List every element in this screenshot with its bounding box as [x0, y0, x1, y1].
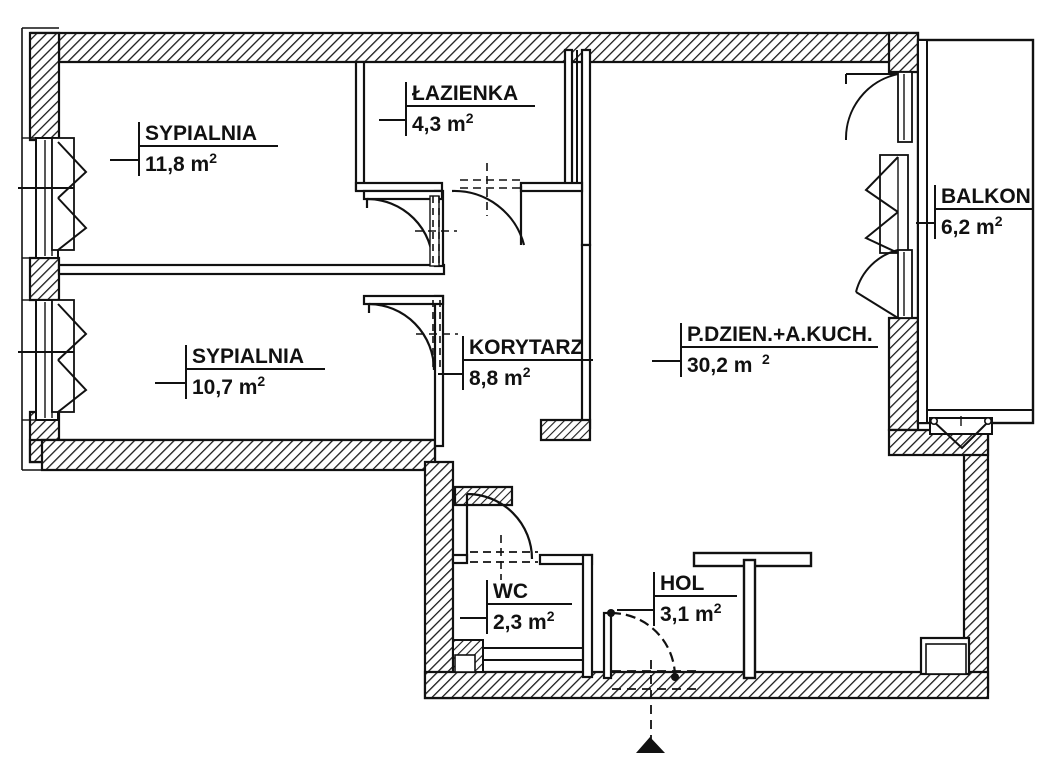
room-area: 30,2 m 2 — [687, 351, 770, 377]
balcony-doors — [844, 71, 913, 319]
label-rule — [462, 359, 593, 361]
room-area: 11,8 m2 — [145, 150, 218, 176]
label-tick — [653, 572, 655, 626]
label-tick — [934, 185, 936, 239]
label-tick — [486, 580, 488, 634]
room-name: SYPIALNIA — [145, 122, 258, 145]
balcony-outline — [916, 38, 1035, 450]
room-name: KORYTARZ — [469, 336, 584, 359]
label-tick — [680, 323, 682, 377]
room-area: 8,8 m2 — [469, 364, 531, 390]
label-rule — [185, 368, 325, 370]
label-tick-h — [110, 159, 140, 161]
room-area: 2,3 m2 — [493, 608, 555, 634]
room-name: WC — [493, 580, 528, 603]
label-tick-h — [916, 222, 936, 224]
room-label-p-dzien-a-kuch: P.DZIEN.+A.KUCH. 30,2 m 2 — [652, 323, 878, 377]
label-rule — [653, 595, 737, 597]
label-rule — [486, 603, 572, 605]
label-tick — [138, 122, 140, 176]
entrance-arrow — [636, 737, 665, 753]
label-tick-h — [379, 119, 407, 121]
room-area: 3,1 m2 — [660, 600, 722, 626]
label-tick-h — [438, 373, 464, 375]
label-rule — [405, 105, 535, 107]
label-tick — [185, 345, 187, 399]
label-rule — [138, 145, 278, 147]
room-area: 4,3 m2 — [412, 110, 474, 136]
room-name: BALKON — [941, 185, 1031, 208]
label-rule — [934, 208, 1033, 210]
fixtures — [452, 639, 583, 673]
room-label-sypialnia-2: SYPIALNIA 10,7 m2 — [155, 345, 325, 399]
label-tick — [462, 336, 464, 390]
windows-left-wall — [18, 27, 88, 471]
room-label-sypialnia-1: SYPIALNIA 11,8 m2 — [110, 122, 278, 176]
room-label-wc: WC 2,3 m2 — [460, 580, 572, 634]
label-tick-h — [617, 609, 655, 611]
label-tick-h — [460, 617, 488, 619]
label-tick — [405, 82, 407, 136]
label-tick-h — [652, 360, 682, 362]
room-area: 10,7 m2 — [192, 373, 266, 399]
exterior-walls — [28, 31, 990, 700]
room-label-hol: HOL 3,1 m2 — [617, 572, 737, 626]
room-label-korytarz: KORYTARZ 8,8 m2 — [438, 336, 593, 390]
room-area: 6,2 m2 — [941, 213, 1003, 239]
room-name: SYPIALNIA — [192, 345, 305, 368]
door-swings — [365, 163, 696, 742]
room-name: HOL — [660, 572, 705, 595]
room-name: ŁAZIENKA — [412, 82, 519, 105]
room-name: P.DZIEN.+A.KUCH. — [687, 323, 873, 346]
label-rule — [680, 346, 878, 348]
label-tick-h — [155, 382, 187, 384]
room-label-lazienka: ŁAZIENKA 4,3 m2 — [379, 82, 535, 136]
room-label-balkon: BALKON 6,2 m2 — [916, 185, 1033, 239]
